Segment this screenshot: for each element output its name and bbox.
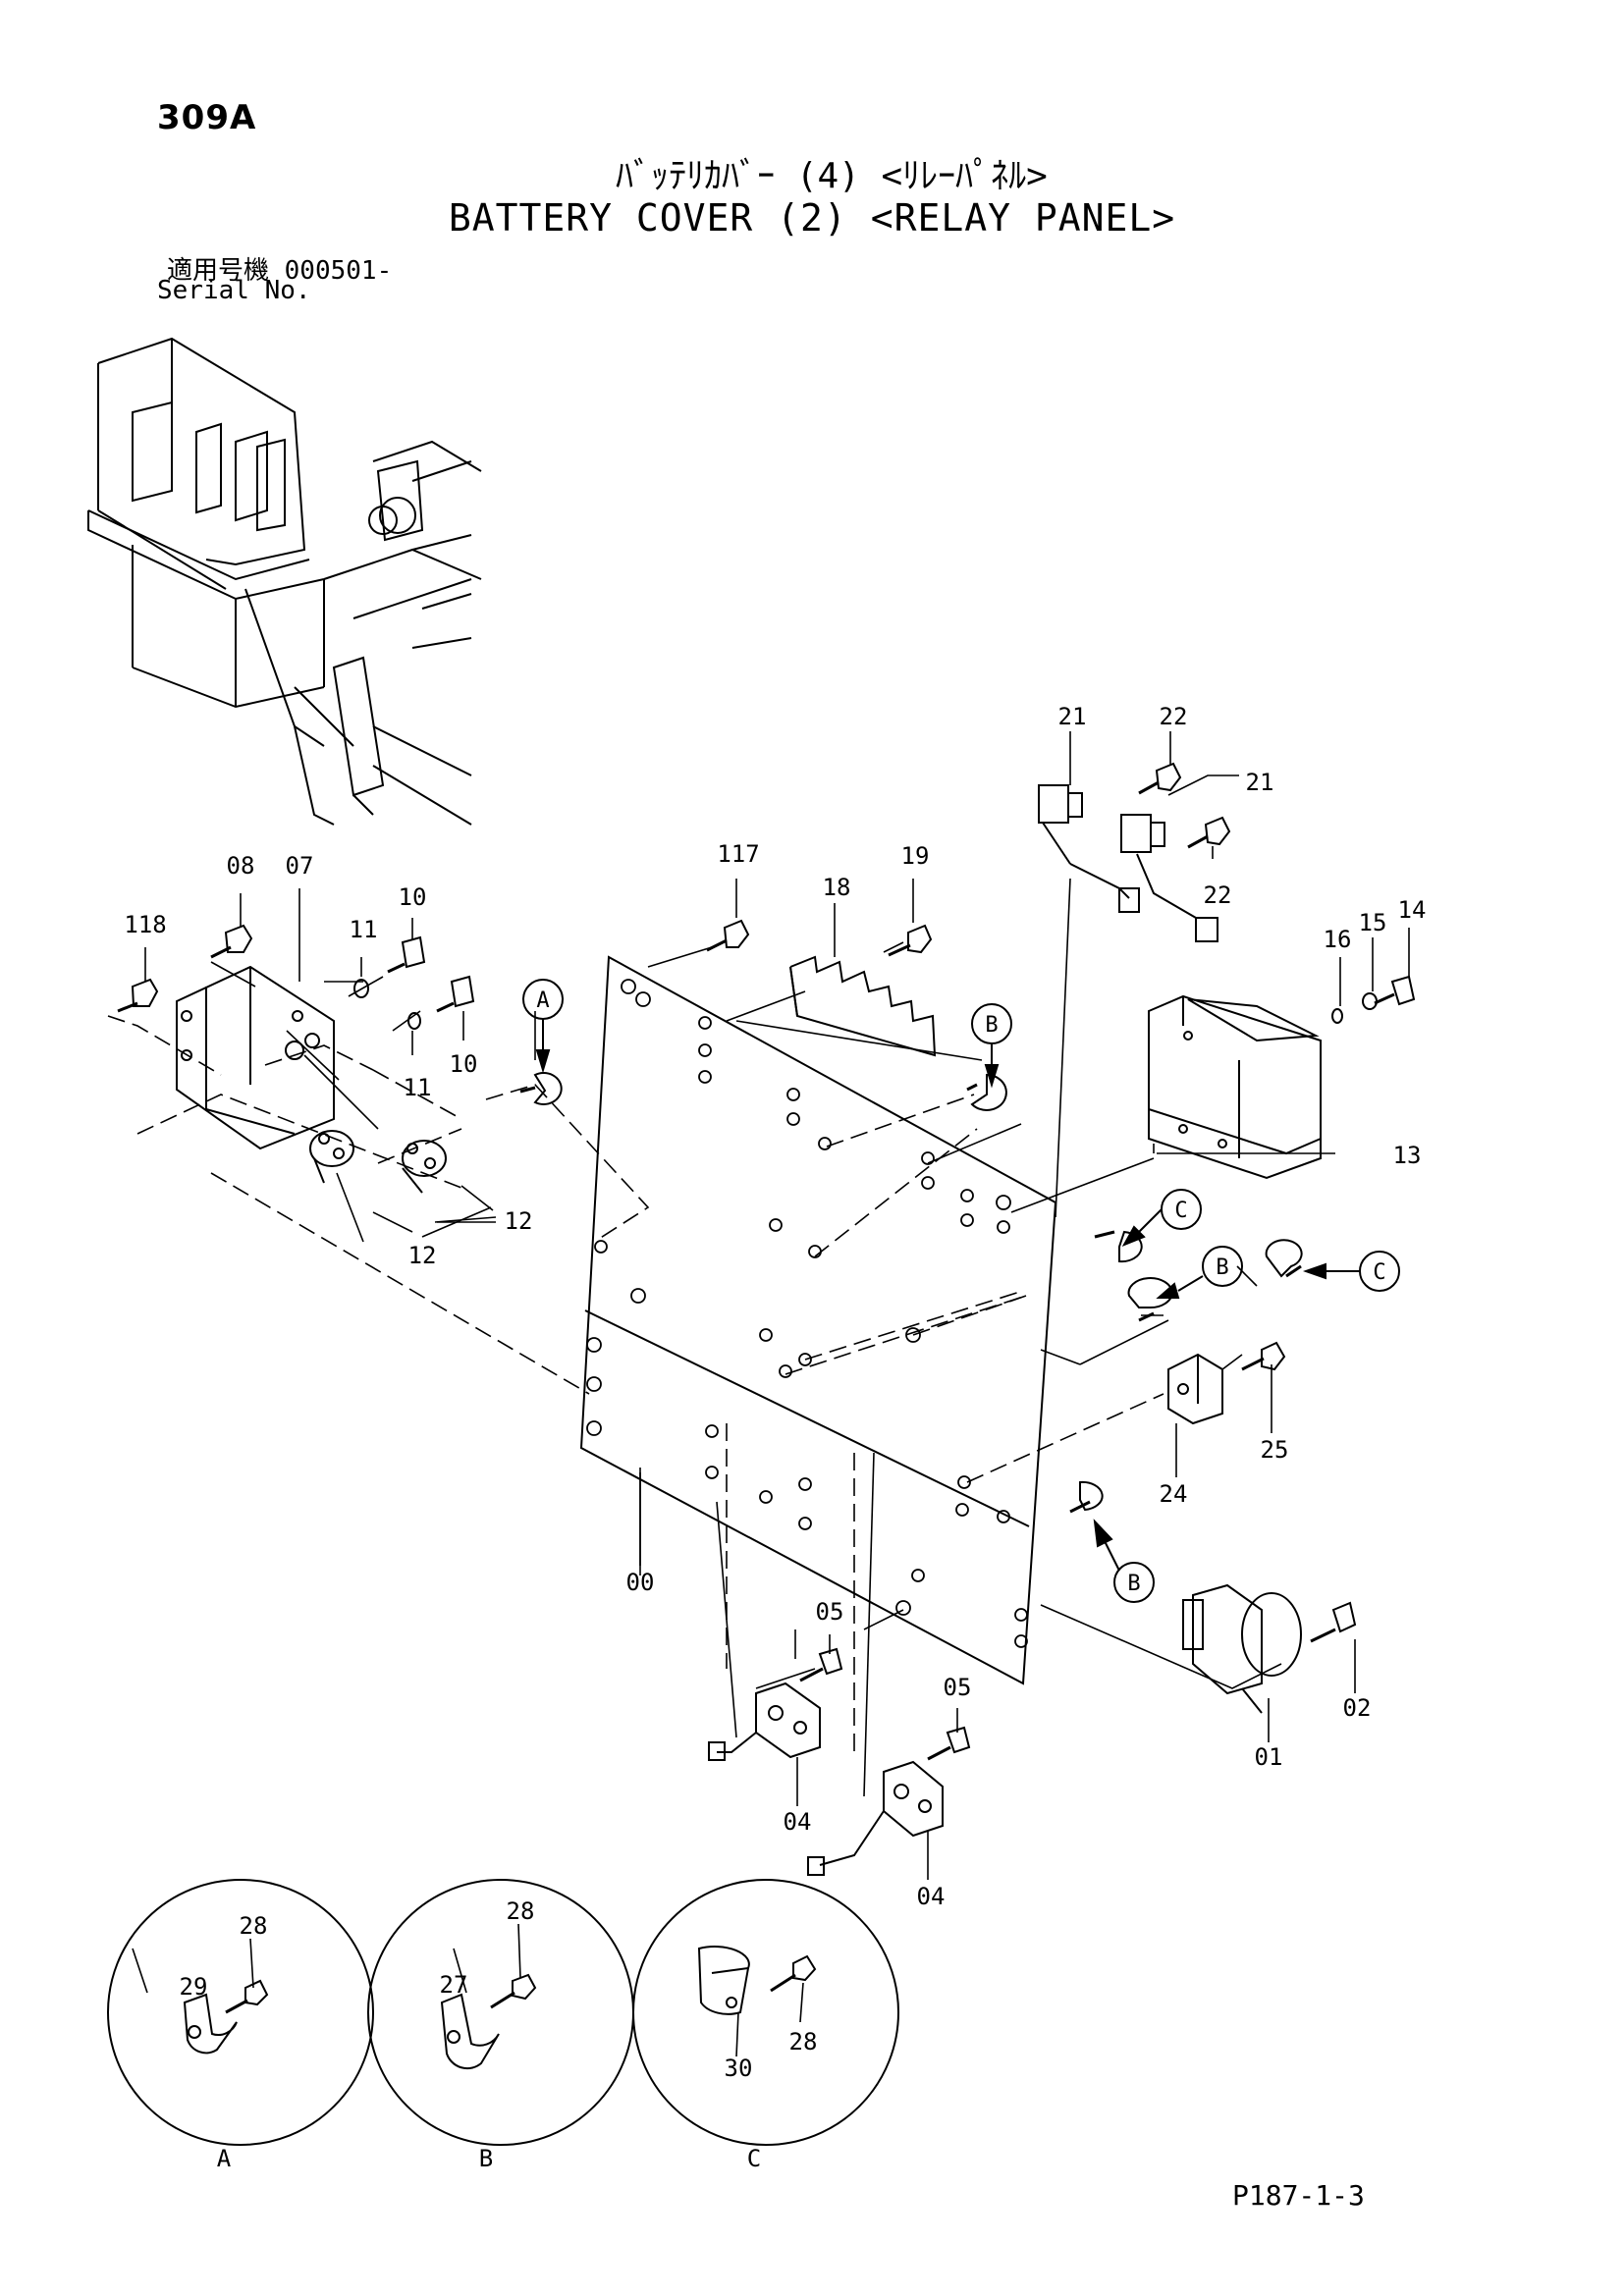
- view-marker-b-middle: B: [1216, 1255, 1228, 1280]
- washer-15: [1362, 992, 1378, 1010]
- clip-b-upper: [966, 1073, 1007, 1111]
- callout-21-right: 21: [1246, 769, 1274, 796]
- page-number: P187-1-3: [1232, 2179, 1365, 2212]
- detail-labels: 29 28 A 27 28 B 30 28 C: [180, 1897, 818, 2172]
- bolt-08: [210, 924, 253, 959]
- washer-16: [1331, 1008, 1343, 1024]
- bracket-07: [176, 965, 335, 1150]
- callout-11-upper: 11: [350, 916, 378, 943]
- callout-22-upper: 22: [1160, 703, 1188, 730]
- view-marker-labels: A B B B C C: [536, 988, 1385, 1596]
- dashed-assembly-lines: [107, 1015, 1164, 1757]
- callout-22-lower: 22: [1204, 881, 1232, 909]
- relay-panel-plate: [579, 955, 1057, 1685]
- callout-08: 08: [227, 852, 255, 880]
- callout-04-left: 04: [784, 1808, 812, 1836]
- detail-b-part-27: 27: [440, 1971, 468, 1999]
- callout-13: 13: [1393, 1142, 1422, 1169]
- detail-b-part-28: 28: [507, 1897, 535, 1925]
- title-japanese: ﾊﾞｯﾃﾘｶﾊﾞｰ (4) <ﾘﾚｰﾊﾟﾈﾙ>: [616, 156, 1048, 196]
- callout-16: 16: [1324, 926, 1352, 953]
- detail-a-part-28: 28: [240, 1912, 268, 1940]
- comb-bracket-18: [789, 955, 937, 1057]
- clip-a: [519, 1072, 563, 1105]
- clip-b-middle: [1127, 1277, 1173, 1322]
- bolt-118: [117, 978, 159, 1013]
- bolt-10-upper: [387, 935, 426, 974]
- washer-11-lower: [407, 1012, 421, 1030]
- bolt-117: [706, 919, 750, 952]
- callout-118: 118: [124, 911, 166, 938]
- view-marker-b-lower: B: [1127, 1572, 1140, 1596]
- clip-c-right: [1265, 1239, 1303, 1278]
- bolt-22-lower: [1187, 816, 1231, 849]
- bolt-10-lower: [436, 975, 475, 1013]
- callout-15: 15: [1359, 909, 1387, 936]
- callout-04-right: 04: [917, 1883, 946, 1910]
- bolt-14: [1374, 975, 1416, 1006]
- callout-05-upper: 05: [816, 1598, 844, 1626]
- machine-overview-sketch: [87, 337, 482, 826]
- callout-18: 18: [823, 874, 851, 901]
- washer-11-upper: [353, 979, 369, 998]
- callout-02: 02: [1343, 1694, 1372, 1722]
- bolt-05-lower: [927, 1726, 971, 1761]
- bracket-24: [1167, 1353, 1223, 1425]
- detail-a-label: A: [217, 2145, 232, 2172]
- detail-c-label: C: [747, 2145, 761, 2172]
- relay-box-13: [1148, 994, 1322, 1180]
- callout-25: 25: [1261, 1436, 1289, 1464]
- detail-a-part-29: 29: [180, 1973, 208, 2001]
- detail-b-label: B: [479, 2145, 493, 2172]
- view-marker-circles: [522, 979, 1400, 1603]
- detail-circle-a: [107, 1879, 374, 2146]
- switch-01: [1182, 1583, 1302, 1714]
- callout-07: 07: [286, 852, 314, 880]
- view-marker-c-left: C: [1174, 1199, 1187, 1223]
- callout-24: 24: [1160, 1480, 1188, 1508]
- title-english: BATTERY COVER (2) <RELAY PANEL>: [448, 196, 1176, 240]
- leader-lines: [210, 774, 1335, 1797]
- bolt-25: [1241, 1341, 1286, 1371]
- callout-14: 14: [1398, 896, 1427, 924]
- callout-01: 01: [1255, 1743, 1283, 1771]
- relay-12-right: [402, 1140, 447, 1194]
- callout-21-left: 21: [1058, 703, 1087, 730]
- bolt-19: [888, 924, 933, 957]
- callout-117: 117: [717, 840, 759, 868]
- relay-04-right: [807, 1760, 944, 1876]
- callout-12-left: 12: [408, 1242, 437, 1269]
- callout-00: 00: [626, 1569, 655, 1596]
- connector-21-left: [1038, 784, 1140, 913]
- clip-b-lower: [1069, 1480, 1104, 1514]
- callout-12-right: 12: [505, 1207, 533, 1235]
- detail-circle-c: [632, 1879, 899, 2146]
- bolt-02: [1310, 1601, 1357, 1643]
- callout-10-upper: 10: [399, 883, 427, 911]
- callout-19: 19: [901, 842, 930, 870]
- view-marker-a: A: [536, 988, 549, 1013]
- detail-c-part-28: 28: [789, 2028, 818, 2056]
- bolt-05-upper: [799, 1647, 843, 1682]
- relay-04-left: [708, 1682, 821, 1761]
- view-marker-c-right: C: [1373, 1260, 1385, 1285]
- callout-11-lower: 11: [404, 1074, 432, 1101]
- serial-label-english: Serial No.: [157, 276, 311, 305]
- page-code: 309A: [157, 98, 257, 137]
- bolt-22-upper: [1138, 762, 1182, 795]
- view-marker-leaders: [535, 1019, 1360, 1572]
- callout-labels: 00 01 02 04 04 05 05 07 08 10 10 11 11 1…: [124, 703, 1426, 1910]
- serial-label-japanese: 適用号機 000501-: [167, 256, 393, 286]
- detail-c-part-30: 30: [725, 2055, 753, 2082]
- callout-leaders: [132, 731, 1410, 2057]
- view-marker-b-upper: B: [985, 1013, 998, 1038]
- callout-05-lower: 05: [944, 1674, 972, 1701]
- detail-circle-b: [367, 1879, 634, 2146]
- connector-21-right: [1120, 814, 1218, 942]
- relay-12-left: [309, 1130, 354, 1184]
- callout-10-lower: 10: [450, 1050, 478, 1078]
